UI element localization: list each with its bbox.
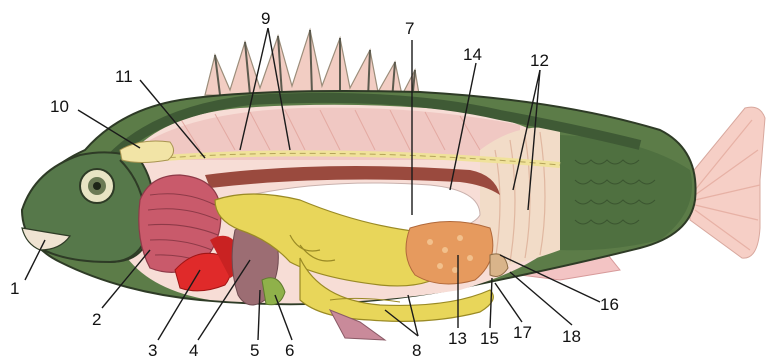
label-3: 3 bbox=[148, 341, 157, 359]
label-6: 6 bbox=[285, 341, 294, 359]
label-12: 12 bbox=[530, 51, 549, 70]
label-17: 17 bbox=[513, 323, 532, 342]
gonad bbox=[406, 222, 493, 285]
label-5: 5 bbox=[250, 341, 259, 359]
label-18: 18 bbox=[562, 327, 581, 346]
label-9: 9 bbox=[261, 9, 270, 28]
label-1: 1 bbox=[10, 279, 19, 298]
label-7: 7 bbox=[405, 19, 414, 38]
label-13: 13 bbox=[448, 329, 467, 348]
label-16: 16 bbox=[600, 295, 619, 314]
label-4: 4 bbox=[189, 341, 198, 359]
label-14: 14 bbox=[463, 45, 482, 64]
label-8: 8 bbox=[412, 341, 421, 359]
label-2: 2 bbox=[92, 310, 101, 329]
label-10: 10 bbox=[50, 97, 69, 116]
label-11: 11 bbox=[115, 67, 133, 86]
label-15: 15 bbox=[480, 329, 499, 348]
